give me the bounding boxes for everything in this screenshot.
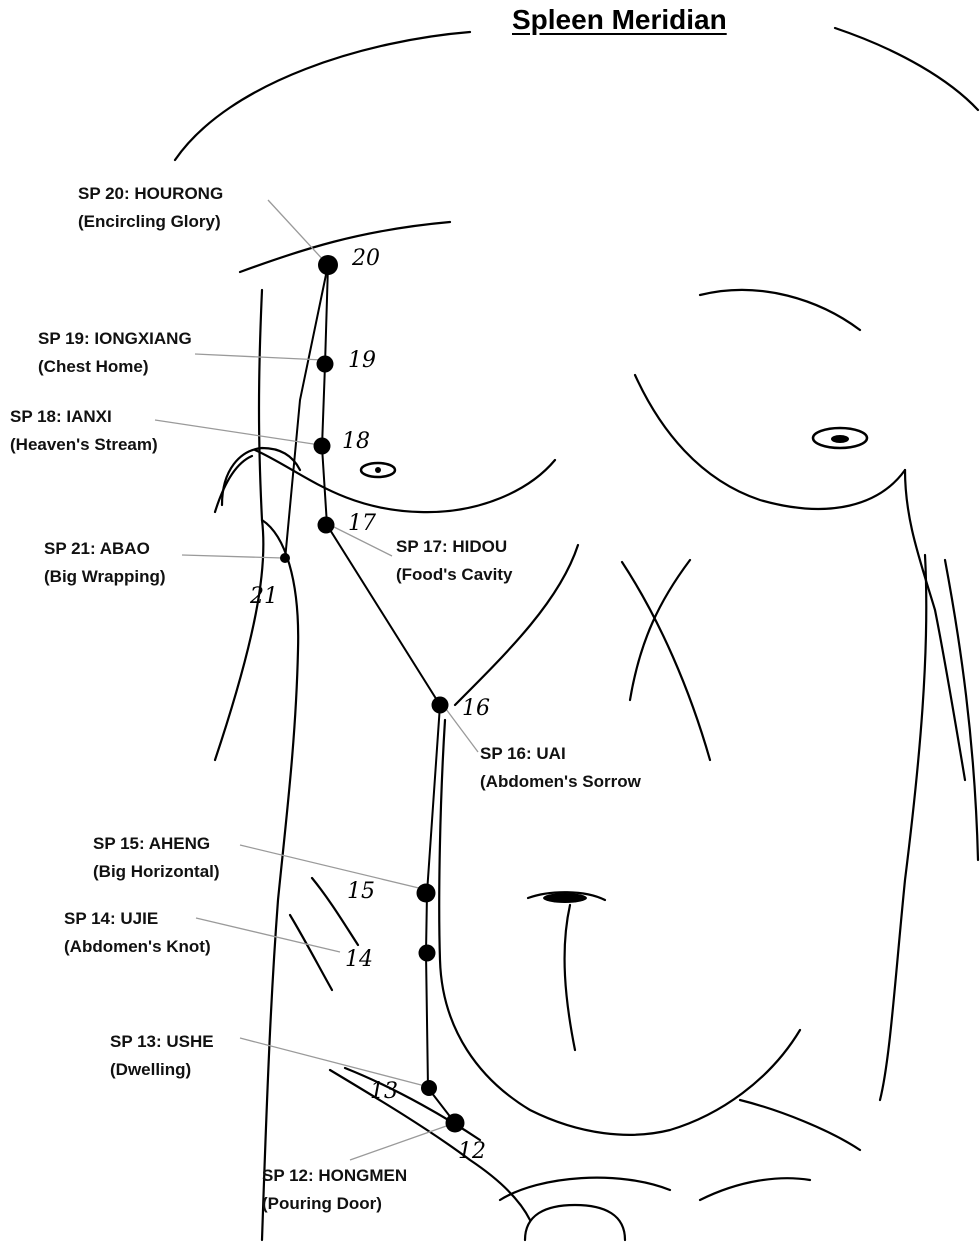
label-sp20-code: SP 20: HOURONG [78, 180, 223, 208]
left-arm-outer-line [215, 290, 263, 760]
meridian-path-upper [322, 265, 455, 1123]
point-sp14 [419, 945, 436, 962]
num-13: 13 [370, 1079, 398, 1104]
label-sp14: SP 14: UJIE (Abdomen's Knot) [64, 905, 211, 961]
label-sp17: SP 17: HIDOU (Food's Cavity [396, 533, 512, 589]
num-18: 18 [342, 429, 370, 454]
genital-outline [525, 1205, 625, 1240]
label-sp13-code: SP 13: USHE [110, 1028, 214, 1056]
point-sp16 [432, 697, 449, 714]
label-sp18: SP 18: IANXI (Heaven's Stream) [10, 403, 158, 459]
leader-sp21 [182, 555, 283, 558]
label-sp15-code: SP 15: AHENG [93, 830, 220, 858]
lower-right-line [700, 1178, 810, 1200]
left-pectoral-line [255, 450, 555, 512]
label-sp14-name: (Abdomen's Knot) [64, 933, 211, 961]
leader-sp14 [196, 918, 340, 952]
label-sp18-name: (Heaven's Stream) [10, 431, 158, 459]
label-sp12: SP 12: HONGMEN (Pouring Door) [262, 1162, 407, 1218]
num-17: 17 [348, 511, 376, 536]
label-sp16-code: SP 16: UAI [480, 740, 641, 768]
right-shoulder-line [835, 28, 978, 110]
point-sp19 [317, 356, 334, 373]
leader-sp18 [155, 420, 320, 445]
navel-tail-line [565, 905, 575, 1050]
num-15: 15 [347, 879, 375, 904]
point-sp20 [318, 255, 338, 275]
num-21: 21 [249, 584, 278, 609]
label-sp18-code: SP 18: IANXI [10, 403, 158, 431]
point-sp21 [280, 553, 290, 563]
label-sp20: SP 20: HOURONG (Encircling Glory) [78, 180, 223, 236]
label-sp21: SP 21: ABAO (Big Wrapping) [44, 535, 166, 591]
oblique-line-2 [290, 915, 332, 990]
point-sp18 [314, 438, 331, 455]
point-sp13 [421, 1080, 437, 1096]
label-sp13: SP 13: USHE (Dwelling) [110, 1028, 214, 1084]
num-14: 14 [345, 947, 373, 972]
pubic-line [500, 1178, 670, 1200]
label-sp19-name: (Chest Home) [38, 353, 192, 381]
diagram-title: Spleen Meridian [512, 4, 727, 36]
label-sp16-name: (Abdomen's Sorrow [480, 768, 641, 796]
label-sp19: SP 19: IONGXIANG (Chest Home) [38, 325, 192, 381]
label-sp17-name: (Food's Cavity [396, 561, 512, 589]
leader-sp15 [240, 845, 423, 889]
label-sp20-name: (Encircling Glory) [78, 208, 223, 236]
label-sp12-name: (Pouring Door) [262, 1190, 407, 1218]
clavicle-line [240, 222, 450, 272]
point-sp17 [318, 517, 335, 534]
label-sp21-name: (Big Wrapping) [44, 563, 166, 591]
leader-sp12 [350, 1124, 452, 1160]
label-sp13-name: (Dwelling) [110, 1056, 214, 1084]
left-ribcage-line [622, 562, 710, 760]
navel-icon [543, 893, 587, 903]
point-sp12 [446, 1114, 465, 1133]
num-19: 19 [348, 348, 376, 373]
label-sp17-code: SP 17: HIDOU [396, 533, 512, 561]
label-sp19-code: SP 19: IONGXIANG [38, 325, 192, 353]
label-sp15-name: (Big Horizontal) [93, 858, 220, 886]
right-outer-line [945, 560, 978, 860]
point-sp15 [417, 884, 436, 903]
label-sp21-code: SP 21: ABAO [44, 535, 166, 563]
label-sp15: SP 15: AHENG (Big Horizontal) [93, 830, 220, 886]
num-20: 20 [351, 246, 380, 271]
label-sp16: SP 16: UAI (Abdomen's Sorrow [480, 740, 641, 796]
num-12: 12 [458, 1139, 486, 1164]
right-chest-line [700, 290, 860, 330]
label-sp12-code: SP 12: HONGMEN [262, 1162, 407, 1190]
right-torso-line [880, 555, 926, 1100]
groin-right-line [740, 1100, 860, 1150]
left-shoulder-line [175, 32, 470, 160]
num-16: 16 [462, 696, 490, 721]
left-arm-inner-line [262, 520, 298, 1240]
meridian-path-lateral [285, 265, 328, 560]
label-sp14-code: SP 14: UJIE [64, 905, 211, 933]
